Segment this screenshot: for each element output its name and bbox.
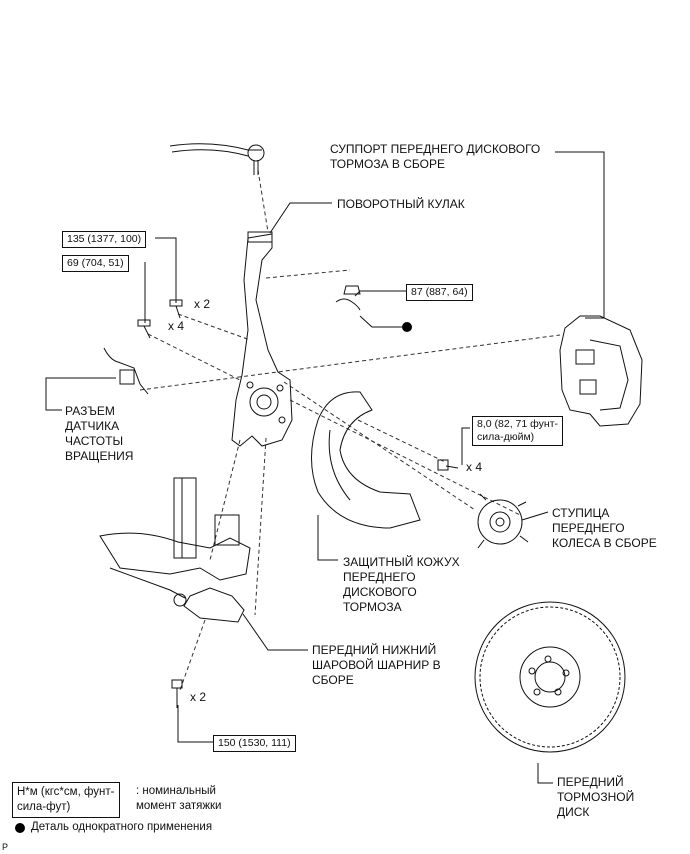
figure-code: P	[2, 842, 9, 852]
quantity-150: x 2	[190, 690, 207, 704]
label-caliper: СУППОРТ ПЕРЕДНЕГО ДИСКОВОГО ТОРМОЗА В СБ…	[330, 142, 541, 171]
torque-box-69: 69 (704, 51)	[62, 255, 129, 272]
leader-t150	[177, 705, 213, 743]
leader-t87	[354, 290, 406, 297]
legend-unit-desc: : номинальный момент затяжки	[136, 785, 222, 812]
leader-balljoint	[242, 613, 308, 651]
torque-box-150: 150 (1530, 111)	[213, 735, 296, 752]
single-use-marker	[402, 322, 412, 332]
leader-t135	[155, 237, 177, 303]
caliper-shape	[559, 315, 643, 427]
hub-shape	[477, 493, 529, 549]
label-disc: ПЕРЕДНИЙ ТОРМОЗНОЙ ДИСК	[557, 775, 635, 819]
torque-box-135: 135 (1377, 100)	[62, 231, 147, 248]
torque-box-87: 87 (887, 64)	[406, 284, 473, 301]
leader-dust	[317, 515, 338, 561]
leader-disc	[537, 763, 553, 784]
torque-box-8: 8,0 (82, 71 фунт- сила-дюйм)	[472, 416, 563, 446]
leader-caliper	[555, 151, 605, 319]
label-hub: СТУПИЦА ПЕРЕДНЕГО КОЛЕСА В СБОРЕ	[552, 506, 657, 550]
quantity-135: x 2	[194, 297, 211, 311]
leader-hub	[521, 511, 549, 521]
knuckle-shape	[231, 233, 293, 447]
label-knuckle: ПОВОРОТНЫЙ КУЛАК	[337, 197, 465, 211]
speed-sensor	[103, 347, 149, 395]
dust-cover-shape	[311, 391, 421, 529]
quantity-69: x 4	[168, 319, 185, 333]
leader-sensor	[45, 377, 116, 411]
legend-dot-icon	[15, 823, 25, 833]
tie-rod-end	[169, 143, 262, 157]
legend-single-use: Деталь однократного применения	[31, 821, 213, 833]
bolt-69	[137, 319, 151, 339]
label-ball-joint: ПЕРЕДНИЙ НИЖНИЙ ШАРОВОЙ ШАРНИР В СБОРЕ	[312, 643, 441, 687]
bolt-8	[437, 459, 459, 471]
label-dust-cover: ЗАЩИТНЫЙ КОЖУХ ПЕРЕДНЕГО ДИСКОВОГО ТОРМО…	[343, 555, 460, 614]
brake-disc-shape	[474, 601, 626, 753]
quantity-8: x 4	[466, 460, 483, 474]
leader-t8	[461, 427, 470, 465]
strut-shape	[99, 477, 251, 599]
leader-single-use	[359, 315, 402, 328]
label-sensor-connector: РАЗЪЕМ ДАТЧИКА ЧАСТОТЫ ВРАЩЕНИЯ	[65, 404, 134, 463]
bolt-135	[169, 299, 183, 319]
legend-unit-box: Н*м (кгс*см, фунт- сила-фут)	[12, 782, 120, 818]
bolt-150	[171, 679, 183, 708]
ball-joint-shape	[173, 587, 245, 623]
leader-knuckle	[269, 202, 332, 234]
